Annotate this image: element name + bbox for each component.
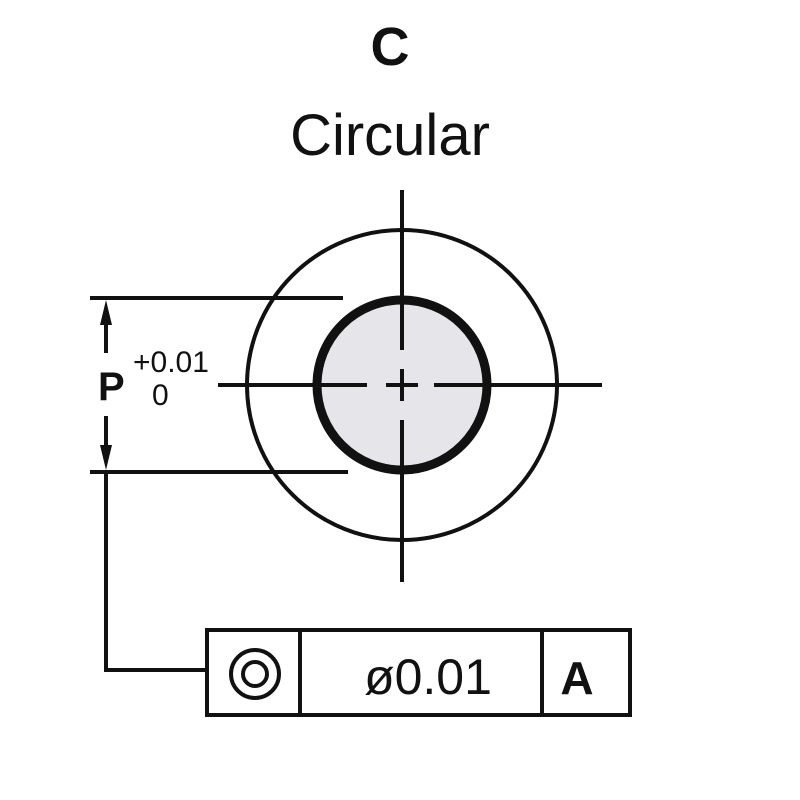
arrow-up-icon [100,300,112,325]
lower-tolerance: 0 [152,379,169,412]
tolerance-value: ø0.01 [364,649,492,705]
datum-reference: A [560,652,593,704]
letter-label: C [371,17,410,77]
leader-line [104,472,207,672]
arrow-down-icon [100,445,112,470]
title: Circular [290,103,490,168]
part-drawing [90,190,602,672]
dimension-label: P [98,365,125,409]
upper-tolerance: +0.01 [133,346,209,379]
feature-control-frame: ø0.01 A [205,628,632,717]
concentricity-icon [229,648,281,700]
centerlines [218,190,602,582]
dimension-lines [90,296,348,672]
